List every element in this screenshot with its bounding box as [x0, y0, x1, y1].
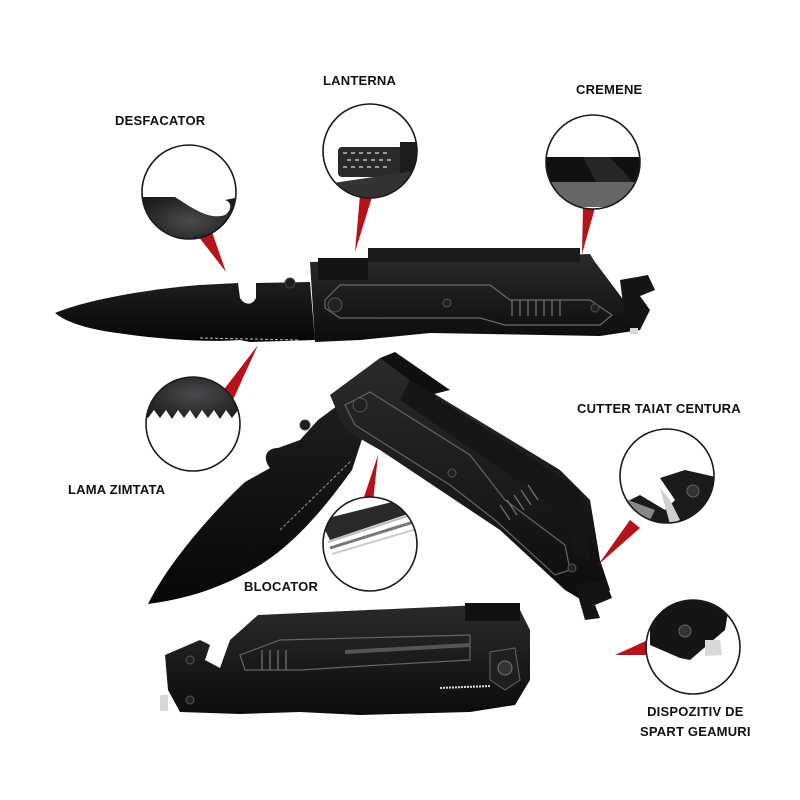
zoom-circle-bottle-opener — [141, 144, 237, 240]
label-glass-breaker-line1: DISPOZITIV DE — [647, 704, 744, 719]
knife-open-horizontal — [55, 248, 655, 342]
label-glass-breaker: DISPOZITIV DE SPART GEAMURI — [640, 702, 751, 742]
zoom-circle-lock — [322, 496, 418, 592]
knife-open-angled — [148, 352, 612, 620]
callout-pointers — [198, 195, 650, 655]
label-lock: BLOCATOR — [244, 579, 319, 594]
label-bottle-opener: DESFACATOR — [115, 113, 206, 128]
label-flashlight: LANTERNA — [323, 73, 397, 88]
knife-closed — [160, 603, 530, 715]
label-belt-cutter: CUTTER TAIAT CENTURA — [577, 401, 741, 416]
zoom-circle-glass-breaker — [645, 599, 741, 695]
label-fire-starter: CREMENE — [576, 82, 643, 97]
zoom-circle-belt-cutter — [619, 428, 715, 524]
label-serrated-blade: LAMA ZIMTATA — [68, 482, 166, 497]
zoom-circle-fire-starter — [545, 114, 641, 210]
zoom-circle-flashlight — [322, 103, 418, 199]
label-glass-breaker-line2: SPART GEAMURI — [640, 724, 751, 739]
